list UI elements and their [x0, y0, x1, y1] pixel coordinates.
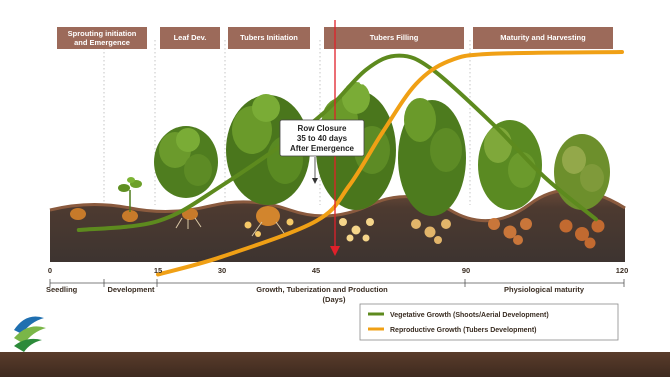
tick-0: 0	[48, 266, 52, 275]
stage-sprouting: Sprouting initiation and Emergence	[57, 27, 147, 49]
stage-maturity: Maturity and Harvesting	[473, 27, 613, 49]
timeline-axis: 0 15 30 45 90 120 Seedling Development G…	[46, 266, 628, 304]
tick-90: 90	[462, 266, 470, 275]
callout-line2: 35 to 40 days	[297, 134, 348, 143]
phase-growth: Growth, Tuberization and Production	[256, 285, 388, 294]
stage-tubers-filling-label: Tubers Filling	[370, 33, 419, 42]
stage-tubers-filling: Tubers Filling	[324, 27, 464, 49]
stage-tubers-initiation-label: Tubers Initiation	[240, 33, 298, 42]
phase-maturity: Physiological maturity	[504, 285, 585, 294]
phase-seedling: Seedling	[46, 285, 78, 294]
stage-sprouting-line1: Sprouting initiation	[68, 29, 137, 38]
seed-potato-illustration	[70, 208, 86, 220]
callout-line1: Row Closure	[298, 124, 347, 133]
callout-line3: After Emergence	[290, 144, 355, 153]
tick-120: 120	[616, 266, 629, 275]
tick-45: 45	[312, 266, 320, 275]
tick-15: 15	[154, 266, 162, 275]
stage-leaf-dev: Leaf Dev.	[160, 27, 220, 49]
tick-30: 30	[218, 266, 226, 275]
stage-tubers-initiation: Tubers Initiation	[228, 27, 310, 49]
legend-reproductive-label: Reproductive Growth (Tubers Development)	[390, 327, 537, 334]
legend: Vegetative Growth (Shoots/Aerial Develop…	[360, 304, 618, 340]
stage-maturity-label: Maturity and Harvesting	[500, 33, 586, 42]
stage-sprouting-line2: and Emergence	[74, 38, 130, 47]
phase-development: Development	[107, 285, 155, 294]
legend-vegetative-label: Vegetative Growth (Shoots/Aerial Develop…	[390, 312, 549, 319]
axis-unit-label: (Days)	[323, 295, 346, 304]
stage-leaf-dev-label: Leaf Dev.	[174, 33, 207, 42]
